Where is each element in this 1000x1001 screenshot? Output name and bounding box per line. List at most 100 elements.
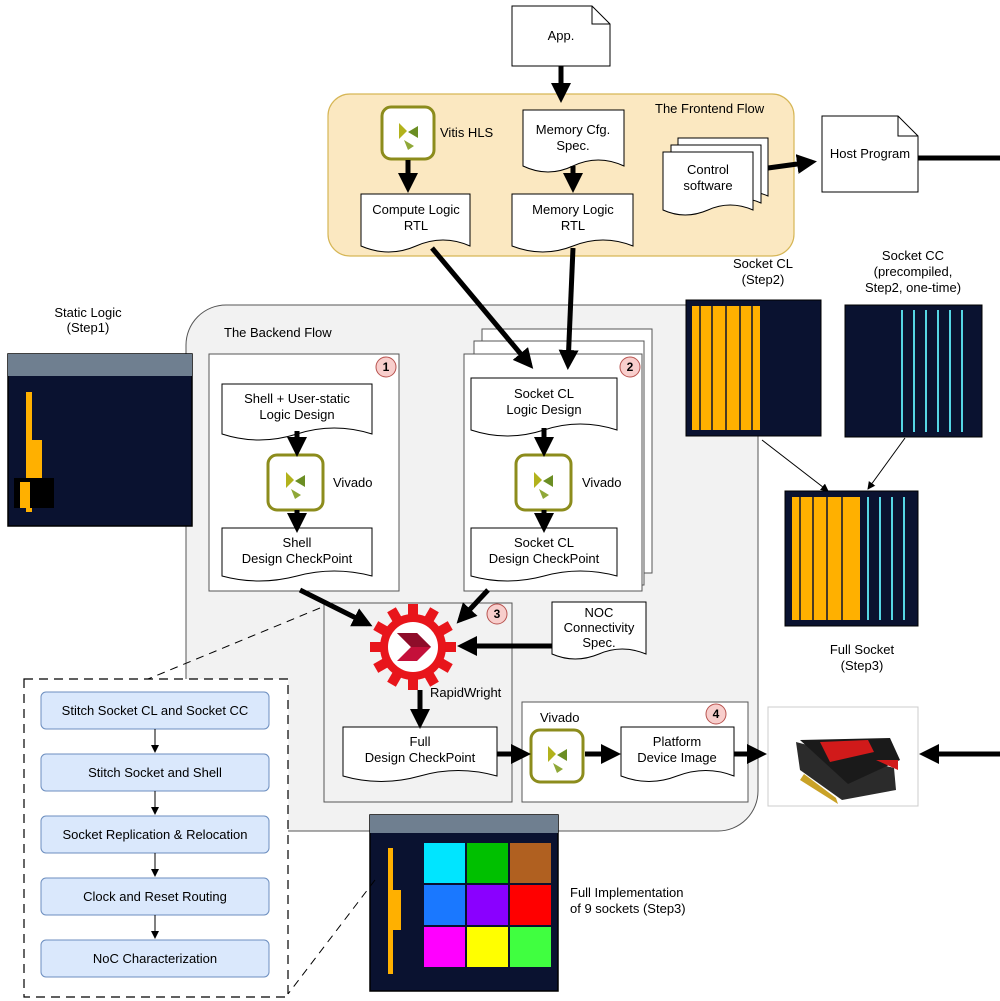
stitch-step-1[interactable]: Stitch Socket CL and Socket CC — [40, 691, 270, 730]
backend-flow-title: The Backend Flow — [224, 325, 332, 340]
vivado-logo-step4 — [529, 728, 585, 784]
rapidwright-label: RapidWright — [430, 685, 502, 700]
rapidwright-gear-icon — [370, 604, 456, 690]
arrow-shellcp-to-rapidwright — [298, 587, 373, 627]
svg-text:Platform: Platform — [653, 734, 701, 749]
socket-grid-cell — [467, 843, 508, 883]
app-document[interactable]: App. — [511, 5, 611, 67]
shell-checkpoint-document[interactable]: Shell Design CheckPoint — [221, 527, 373, 582]
socket-grid-cell — [424, 885, 465, 925]
svg-text:Shell + User-static: Shell + User-static — [244, 391, 350, 406]
svg-text:Memory Logic: Memory Logic — [532, 202, 614, 217]
socket-grid-cell — [424, 843, 465, 883]
full-implementation-layout-image — [369, 814, 559, 992]
svg-text:2: 2 — [627, 360, 634, 374]
socket-cc-caption-line1: Socket CC — [882, 248, 944, 263]
stitch-step-4[interactable]: Clock and Reset Routing — [40, 877, 270, 916]
svg-text:Stitch Socket CL and Socket CC: Stitch Socket CL and Socket CC — [62, 703, 249, 718]
fpga-card-image — [767, 706, 919, 807]
socket-grid-cell — [510, 927, 551, 967]
control-software-documents[interactable]: Control software — [662, 137, 769, 216]
svg-text:Compute Logic: Compute Logic — [372, 202, 460, 217]
zoom-line-bottom — [287, 879, 376, 995]
arrow-socketcl-to-fullsocket — [761, 439, 829, 492]
socket-cl-checkpoint-document[interactable]: Socket CL Design CheckPoint — [470, 527, 618, 582]
socket-cc-caption-line3: Step2, one-time) — [865, 280, 961, 295]
svg-text:3: 3 — [494, 607, 501, 621]
socket-cl-logic-design-document[interactable]: Socket CL Logic Design — [470, 377, 618, 437]
svg-text:Device Image: Device Image — [637, 750, 716, 765]
vitis-hls-label: Vitis HLS — [440, 125, 494, 140]
svg-text:Design CheckPoint: Design CheckPoint — [489, 551, 600, 566]
svg-text:Shell: Shell — [283, 535, 312, 550]
socket-cc-caption-line2: (precompiled, — [874, 264, 953, 279]
svg-text:software: software — [683, 178, 732, 193]
svg-text:Memory Cfg.: Memory Cfg. — [536, 122, 610, 137]
svg-text:Design CheckPoint: Design CheckPoint — [365, 750, 476, 765]
platform-device-image-document[interactable]: Platform Device Image — [620, 726, 735, 782]
svg-text:Control: Control — [687, 162, 729, 177]
svg-text:Connectivity: Connectivity — [564, 620, 635, 635]
static-logic-caption-line1: Static Logic — [54, 305, 122, 320]
svg-text:Socket CL: Socket CL — [514, 535, 574, 550]
socket-grid-cell — [424, 927, 465, 967]
arrow-compute-to-socketcl — [430, 246, 534, 369]
static-logic-layout-image — [7, 353, 193, 527]
full-impl-caption-line2: of 9 sockets (Step3) — [570, 901, 686, 916]
arrow-memory-to-socketcl — [558, 247, 579, 370]
stitch-step-3[interactable]: Socket Replication & Relocation — [40, 815, 270, 854]
svg-text:NOC: NOC — [585, 605, 614, 620]
vitis-hls-logo — [380, 105, 436, 161]
svg-text:Socket Replication & Relocatio: Socket Replication & Relocation — [63, 827, 248, 842]
stitch-step-5[interactable]: NoC Characterization — [40, 939, 270, 978]
vivado-label-step1: Vivado — [333, 475, 373, 490]
svg-text:Logic Design: Logic Design — [506, 402, 581, 417]
compute-logic-rtl-document[interactable]: Compute Logic RTL — [360, 193, 471, 253]
step4-badge: 4 — [705, 703, 727, 725]
full-socket-layout-image — [784, 490, 919, 627]
vivado-logo-step2 — [514, 453, 573, 512]
full-socket-caption-line1: Full Socket — [830, 642, 895, 657]
svg-text:4: 4 — [713, 707, 720, 721]
svg-text:Full: Full — [410, 734, 431, 749]
svg-text:App.: App. — [548, 28, 575, 43]
memory-logic-rtl-document[interactable]: Memory Logic RTL — [511, 193, 634, 253]
noc-connectivity-spec-document[interactable]: NOC Connectivity Spec. — [551, 601, 647, 660]
socket-grid-cell — [467, 927, 508, 967]
svg-text:Socket CL: Socket CL — [514, 386, 574, 401]
step3-badge: 3 — [486, 603, 508, 625]
socket-grid-cell — [510, 843, 551, 883]
arrow-socketcc-to-fullsocket — [867, 437, 906, 490]
static-logic-caption-line2: (Step1) — [67, 320, 110, 335]
zoom-line-top — [147, 607, 321, 680]
svg-text:Spec.: Spec. — [582, 635, 615, 650]
socket-cl-caption-line2: (Step2) — [742, 272, 785, 287]
shell-logic-design-document[interactable]: Shell + User-static Logic Design — [221, 383, 373, 441]
socket-cl-layout-image — [685, 299, 822, 437]
svg-text:Logic Design: Logic Design — [259, 407, 334, 422]
svg-text:Stitch Socket and Shell: Stitch Socket and Shell — [88, 765, 222, 780]
vivado-label-step2: Vivado — [582, 475, 622, 490]
vivado-logo-step1 — [266, 453, 325, 512]
frontend-flow-title: The Frontend Flow — [655, 101, 765, 116]
svg-text:1: 1 — [383, 360, 390, 374]
svg-text:Clock and Reset Routing: Clock and Reset Routing — [83, 889, 227, 904]
svg-text:RTL: RTL — [404, 218, 428, 233]
socket-cc-layout-image — [844, 304, 983, 438]
svg-text:RTL: RTL — [561, 218, 585, 233]
socket-grid-cell — [510, 885, 551, 925]
full-socket-caption-line2: (Step3) — [841, 658, 884, 673]
stitch-step-2[interactable]: Stitch Socket and Shell — [40, 753, 270, 792]
step2-badge: 2 — [619, 356, 641, 378]
step1-badge: 1 — [375, 356, 397, 378]
arrow-control-to-host — [767, 154, 817, 174]
socket-cl-caption-line1: Socket CL — [733, 256, 793, 271]
vivado-label-step4: Vivado — [540, 710, 580, 725]
host-program-document[interactable]: Host Program — [821, 115, 919, 193]
full-design-checkpoint-document[interactable]: Full Design CheckPoint — [342, 726, 498, 782]
svg-text:Spec.: Spec. — [556, 138, 589, 153]
svg-text:Host Program: Host Program — [830, 146, 910, 161]
svg-text:NoC Characterization: NoC Characterization — [93, 951, 217, 966]
memory-cfg-spec-document[interactable]: Memory Cfg. Spec. — [522, 109, 625, 173]
